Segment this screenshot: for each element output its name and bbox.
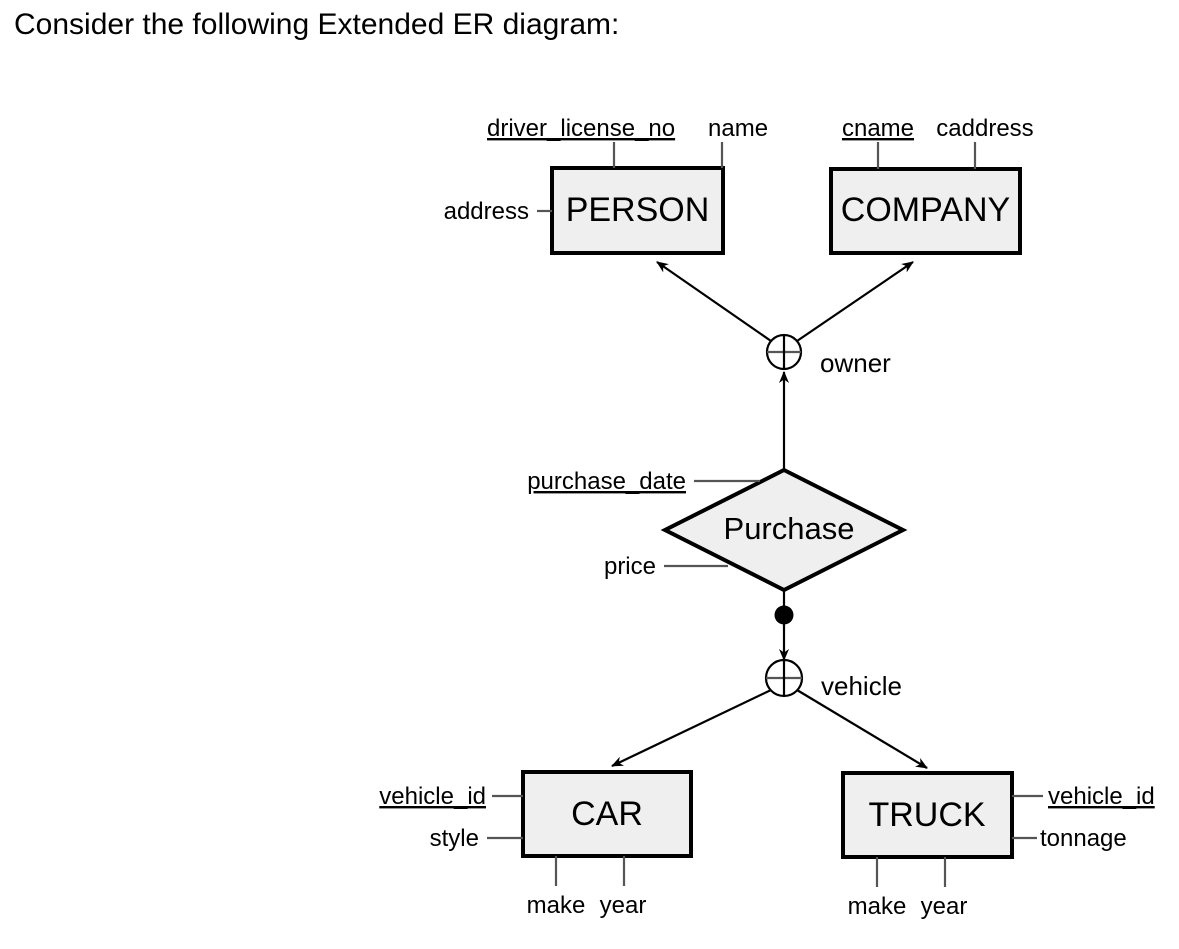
entity-car[interactable]: CAR	[521, 770, 693, 858]
relationship-purchase-label: Purchase	[724, 511, 855, 546]
attr-car-year: year	[600, 892, 647, 919]
attr-truck-tonnage: tonnage	[1040, 825, 1127, 852]
union-vehicle-label: vehicle	[821, 671, 902, 701]
attr-price: price	[604, 553, 656, 580]
total-participation-dot	[774, 605, 794, 625]
entity-car-box[interactable]	[521, 770, 693, 858]
entity-company[interactable]: COMPANY	[829, 167, 1022, 255]
union-vehicle[interactable]: vehicle	[611, 658, 928, 769]
attr-address: address	[444, 198, 529, 225]
entity-truck[interactable]: TRUCK	[841, 771, 1014, 859]
link-owner-to-company	[796, 261, 914, 342]
attr-truck-make: make	[848, 893, 907, 920]
attr-truck-year: year	[921, 893, 968, 920]
entity-person[interactable]: PERSON	[550, 166, 725, 255]
relationship-purchase[interactable]: Purchase	[660, 467, 908, 593]
entity-truck-box[interactable]	[841, 771, 1014, 859]
entity-company-label: COMPANY	[841, 191, 1010, 229]
attr-car-style: style	[430, 825, 479, 852]
attr-name: name	[708, 115, 768, 142]
link-vehicle-to-car	[611, 689, 772, 767]
attr-truck-vehicle-id: vehicle_id	[1048, 783, 1155, 810]
attr-car-vehicle-id: vehicle_id	[379, 783, 486, 810]
attr-car-make: make	[527, 892, 586, 919]
entity-person-label: PERSON	[566, 191, 710, 229]
attr-purchase-date: purchase_date	[527, 468, 686, 495]
link-vehicle-to-truck	[796, 689, 928, 769]
entity-car-label: CAR	[571, 795, 643, 833]
union-owner[interactable]: owner	[656, 261, 914, 378]
entity-truck-label: TRUCK	[868, 796, 985, 834]
attr-caddress: caddress	[936, 115, 1033, 142]
entity-company-box[interactable]	[829, 167, 1022, 255]
page-title: Consider the following Extended ER diagr…	[14, 8, 620, 41]
attr-driver-license-no: driver_license_no	[487, 115, 675, 142]
entity-person-box[interactable]	[550, 166, 725, 255]
link-owner-to-person	[656, 261, 772, 342]
attr-cname: cname	[842, 115, 914, 142]
union-owner-label: owner	[820, 348, 891, 378]
